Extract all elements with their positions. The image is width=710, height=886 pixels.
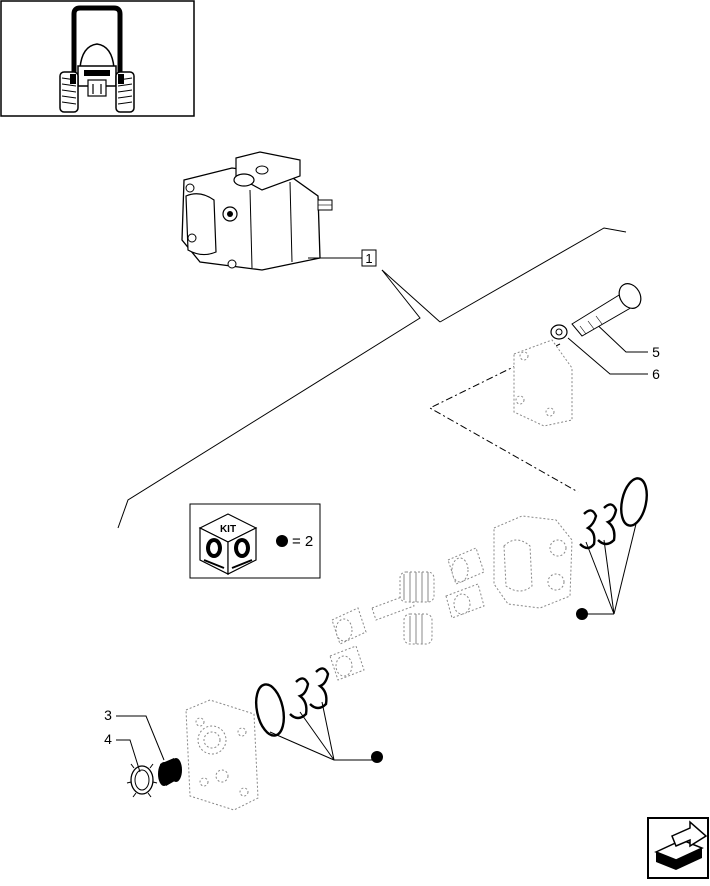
- seal-group-right: [579, 477, 648, 550]
- kit-bullet-left: [371, 751, 383, 763]
- tractor-front-view-icon: [59, 5, 135, 113]
- screw: [571, 283, 642, 337]
- bushing-front: [329, 607, 367, 681]
- rear-cover: [513, 339, 573, 427]
- bushing-rear: [445, 547, 485, 619]
- callout-1: 1: [361, 249, 377, 267]
- callout-4-label: 4: [104, 731, 112, 747]
- kit-box-icon: KIT: [198, 513, 258, 575]
- kit-bullet-right: [576, 608, 588, 620]
- hydraulic-pump-assembly: [181, 151, 333, 271]
- next-page-button[interactable]: [647, 817, 709, 879]
- callout-1-label: 1: [365, 251, 372, 266]
- kit-bullet-dot: [276, 535, 288, 547]
- gear-shaft-drive: [371, 571, 435, 621]
- kit-title: KIT: [220, 524, 236, 535]
- gear-driven: [403, 613, 433, 645]
- washer: [550, 324, 568, 340]
- kit-equation: = 2: [292, 533, 313, 550]
- callout-5-label: 5: [652, 344, 660, 360]
- pump-body: [493, 515, 573, 609]
- seal-group-left: [254, 667, 330, 737]
- tractor-thumbnail: [0, 0, 195, 117]
- next-page-arrow-icon: [654, 820, 708, 870]
- shaft-seal: [158, 758, 182, 786]
- retaining-ring: [126, 763, 158, 798]
- callout-6-label: 6: [652, 366, 660, 382]
- front-flange: [185, 699, 259, 811]
- callout-3-label: 3: [104, 707, 112, 723]
- kit-legend: KIT = 2: [189, 503, 321, 579]
- leader-lines: [116, 227, 648, 773]
